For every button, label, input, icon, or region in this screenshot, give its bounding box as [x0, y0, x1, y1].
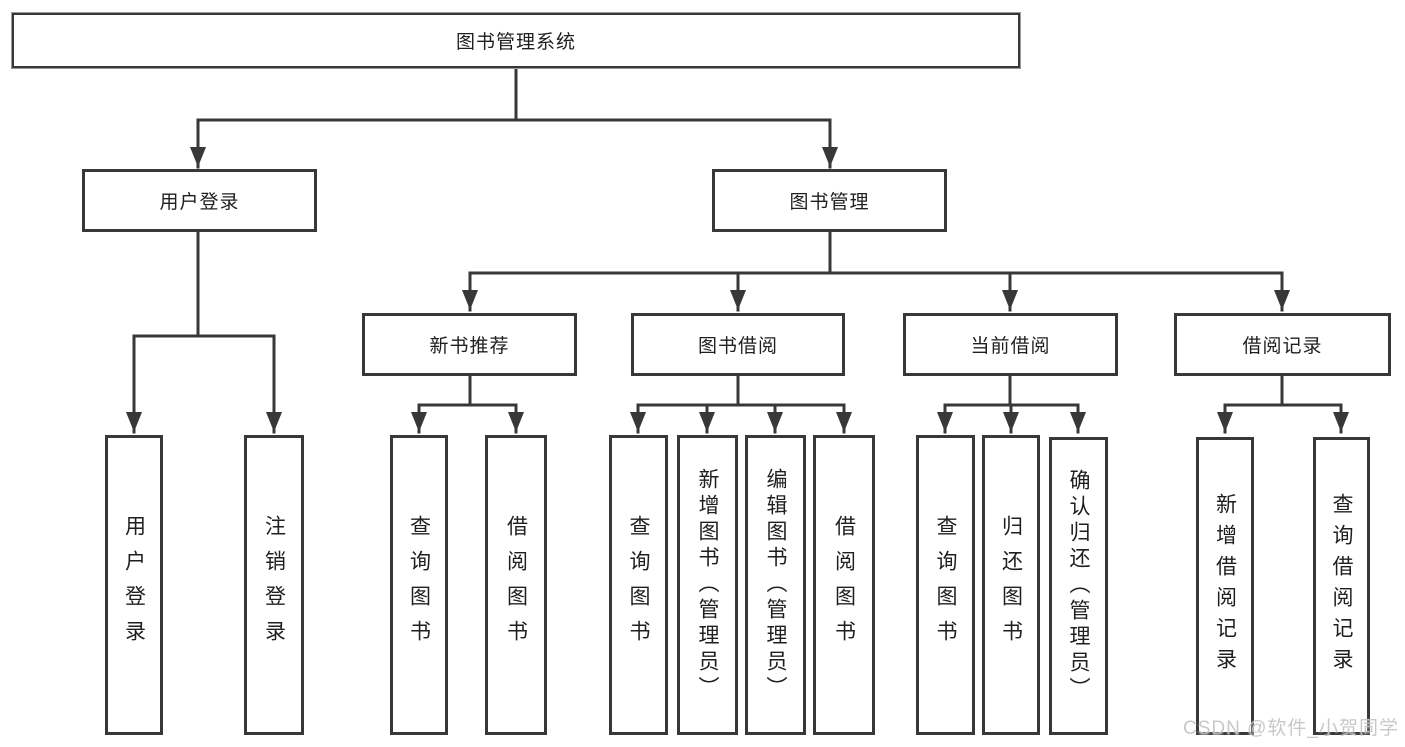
node-leaf-logout: 注销登录	[244, 435, 304, 735]
node-label: 图书管理系统	[455, 32, 576, 53]
connector-new-book-rec-branch	[411, 374, 524, 434]
node-label: 用户登录	[159, 192, 240, 213]
node-book-mgmt: 图书管理	[712, 169, 947, 232]
node-borrow-records: 借阅记录	[1174, 313, 1391, 376]
node-label: 新增借阅记录	[1213, 493, 1237, 679]
node-user-login: 用户登录	[82, 169, 317, 232]
connector-root-to-level2	[190, 66, 838, 169]
csdn-watermark: CSDN @软件_小贺同学	[1183, 718, 1399, 739]
connector-book-mgmt-branch	[462, 230, 1290, 312]
node-label: 查询图书	[627, 515, 650, 655]
node-leaf-query-books-1: 查询图书	[390, 435, 448, 735]
node-leaf-query-books-3: 查询图书	[916, 435, 975, 735]
node-label: 借阅记录	[1242, 336, 1323, 357]
node-leaf-query-borrow-record: 查询借阅记录	[1313, 437, 1370, 735]
node-root: 图书管理系统	[12, 13, 1020, 68]
node-label: 归还图书	[999, 515, 1023, 655]
node-label: 新增图书（管理员）	[696, 468, 719, 702]
node-label: 借阅图书	[504, 515, 528, 655]
node-label: 查询借阅记录	[1330, 493, 1353, 679]
node-leaf-edit-books-admin: 编辑图书（管理员）	[745, 435, 806, 735]
node-current-borrow: 当前借阅	[903, 313, 1118, 376]
connector-book-borrow-branch	[630, 374, 852, 434]
node-label: 用户登录	[122, 515, 146, 655]
connector-borrow-records-branch	[1217, 374, 1349, 434]
node-label: 当前借阅	[970, 336, 1051, 357]
node-leaf-add-borrow-record: 新增借阅记录	[1196, 437, 1254, 735]
node-label: 借阅图书	[832, 515, 856, 655]
node-leaf-borrow-books-2: 借阅图书	[813, 435, 875, 735]
node-leaf-confirm-return-admin: 确认归还（管理员）	[1049, 437, 1108, 735]
node-label: 编辑图书（管理员）	[764, 468, 787, 702]
node-label: 查询图书	[934, 515, 957, 655]
node-label: 确认归还（管理员）	[1067, 469, 1090, 703]
node-leaf-borrow-books-1: 借阅图书	[485, 435, 547, 735]
node-leaf-user-login: 用户登录	[105, 435, 163, 735]
node-leaf-return-books: 归还图书	[982, 435, 1040, 735]
node-new-book-rec: 新书推荐	[362, 313, 577, 376]
node-book-borrow: 图书借阅	[631, 313, 845, 376]
connector-current-borrow-branch	[937, 374, 1086, 434]
node-leaf-query-books-2: 查询图书	[609, 435, 668, 735]
node-label: 图书管理	[789, 192, 870, 213]
node-leaf-add-books-admin: 新增图书（管理员）	[677, 435, 738, 735]
node-label: 新书推荐	[429, 336, 510, 357]
node-label: 注销登录	[262, 515, 286, 655]
node-label: 查询图书	[407, 515, 431, 655]
node-label: 图书借阅	[697, 336, 778, 357]
connector-user-login-branch	[126, 230, 282, 434]
